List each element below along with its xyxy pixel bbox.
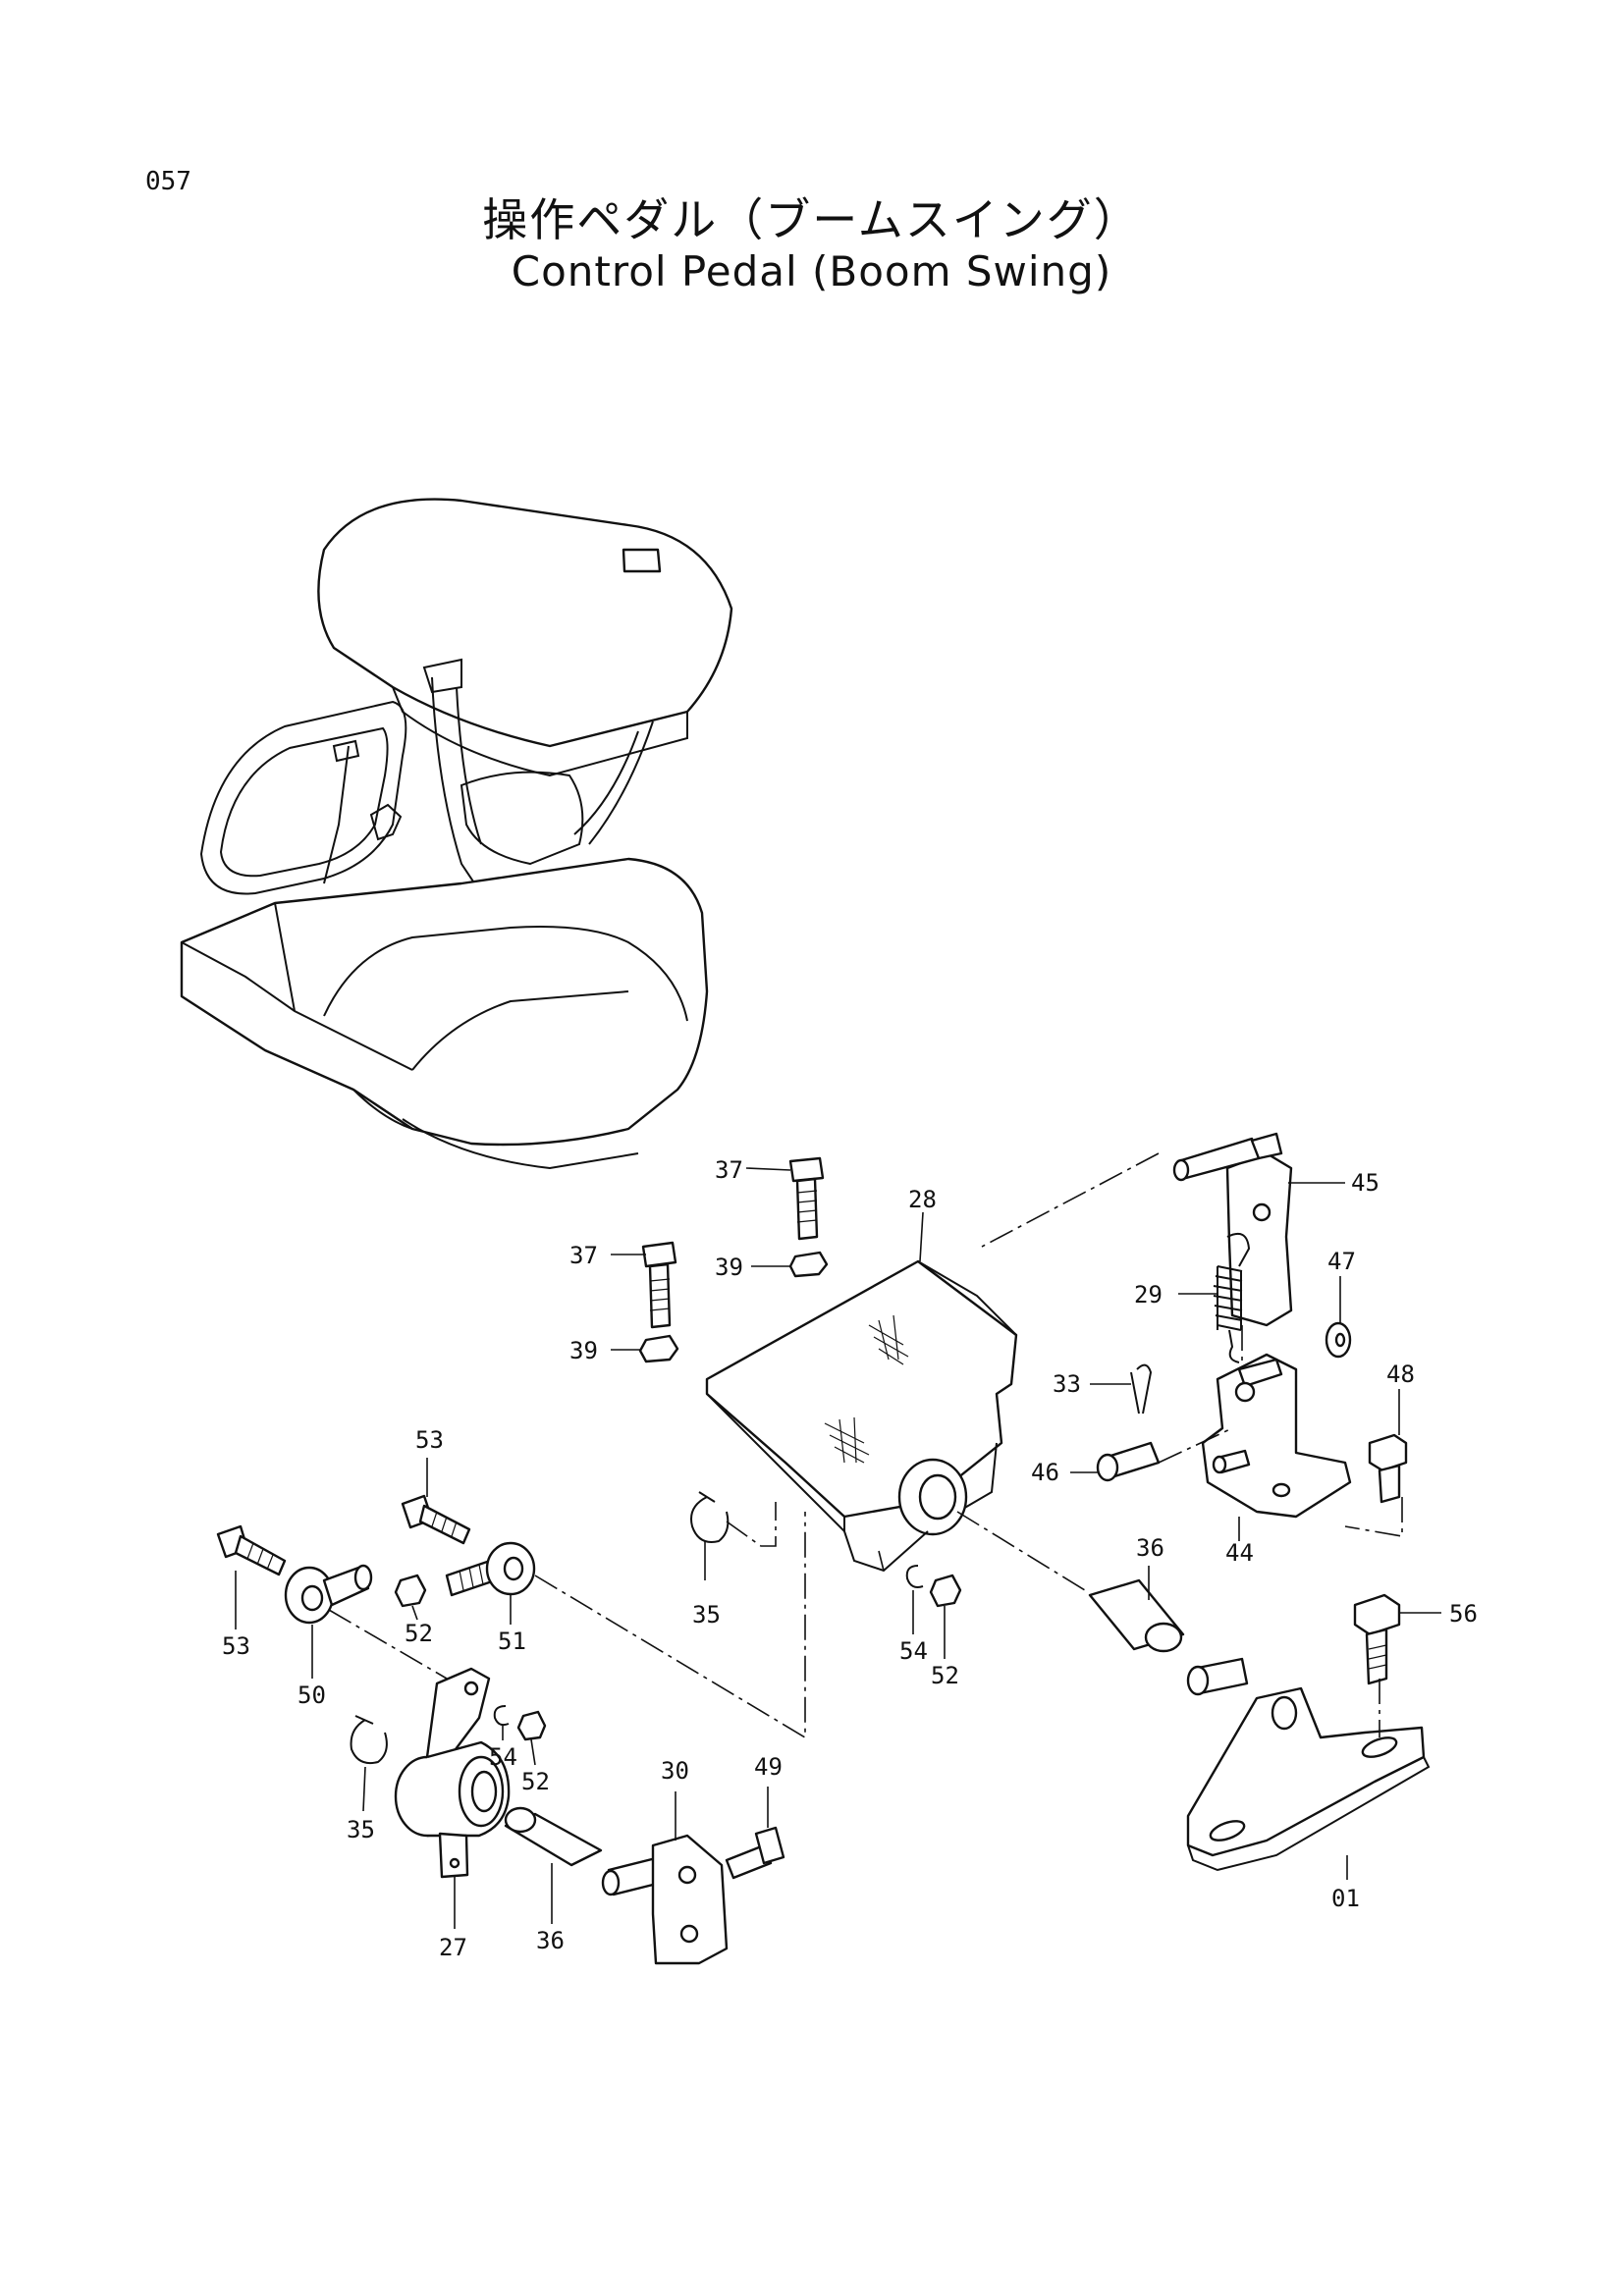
label-01: 01 bbox=[1331, 1885, 1360, 1912]
part-49-bolt bbox=[725, 1826, 785, 1880]
label-52-mid: 52 bbox=[405, 1620, 433, 1647]
part-47-washer-hole bbox=[1334, 1332, 1346, 1348]
label-54-lower: 54 bbox=[489, 1743, 517, 1771]
label-36-lower: 36 bbox=[536, 1927, 565, 1954]
label-37-upper: 37 bbox=[715, 1156, 743, 1184]
label-46: 46 bbox=[1031, 1459, 1059, 1486]
label-28: 28 bbox=[908, 1186, 937, 1213]
part-44-bracket bbox=[1201, 1353, 1352, 1519]
title-english: Control Pedal (Boom Swing) bbox=[511, 247, 1112, 295]
title-japanese: 操作ペダル（ブームスイング） bbox=[482, 193, 1141, 246]
label-48: 48 bbox=[1386, 1361, 1415, 1388]
label-54-upper: 54 bbox=[899, 1637, 928, 1665]
label-33: 33 bbox=[1053, 1370, 1081, 1398]
label-37-lower: 37 bbox=[569, 1242, 598, 1269]
assembly-center-lines bbox=[328, 1152, 1403, 1739]
part-39-nut-upper bbox=[788, 1251, 829, 1278]
part-53-bolt-upper bbox=[401, 1494, 471, 1545]
part-29-spring bbox=[1213, 1233, 1251, 1363]
part-36-bushing-lower bbox=[504, 1806, 603, 1867]
part-labels: 37 28 45 37 39 47 29 39 33 48 53 46 44 3… bbox=[222, 1156, 1478, 1961]
label-44: 44 bbox=[1225, 1539, 1254, 1567]
label-56: 56 bbox=[1449, 1600, 1478, 1628]
label-53-lower: 53 bbox=[222, 1632, 250, 1660]
page-number: 057 bbox=[145, 167, 191, 196]
part-30-bracket bbox=[601, 1834, 729, 1965]
part-27-lever bbox=[394, 1667, 511, 1879]
part-52-nut-upper bbox=[929, 1574, 962, 1608]
part-37-bolt-lower bbox=[641, 1241, 677, 1329]
label-35-upper: 35 bbox=[692, 1601, 721, 1629]
label-52-upper: 52 bbox=[931, 1662, 959, 1689]
label-35-lower: 35 bbox=[347, 1816, 375, 1843]
part-01-base-plate bbox=[1186, 1657, 1431, 1872]
part-51-rod-end bbox=[445, 1541, 536, 1597]
part-56-bolt bbox=[1353, 1593, 1401, 1685]
part-54-circlip-lower bbox=[493, 1705, 510, 1727]
part-35-snap-ring-upper bbox=[690, 1491, 730, 1543]
part-36-bushing-upper bbox=[1088, 1578, 1185, 1653]
label-45: 45 bbox=[1351, 1169, 1380, 1197]
part-52-nut-lower bbox=[516, 1710, 547, 1741]
part-33-cotter-pin bbox=[1130, 1363, 1153, 1415]
part-28-pedal bbox=[705, 1259, 1018, 1573]
machine-overview-illustration bbox=[180, 498, 733, 1170]
part-52-nut-mid bbox=[394, 1574, 427, 1608]
label-53-upper: 53 bbox=[415, 1426, 444, 1454]
part-35-snap-ring-lower bbox=[350, 1715, 388, 1765]
part-39-nut-lower bbox=[638, 1334, 679, 1363]
leader-lines bbox=[235, 1167, 1441, 1929]
label-50: 50 bbox=[298, 1682, 326, 1709]
label-39-upper: 39 bbox=[715, 1254, 743, 1281]
label-39-lower: 39 bbox=[569, 1337, 598, 1364]
part-37-bolt-upper bbox=[788, 1156, 825, 1241]
part-48-bolt bbox=[1368, 1433, 1408, 1504]
label-51: 51 bbox=[498, 1628, 526, 1655]
part-45-bracket bbox=[1172, 1132, 1293, 1327]
label-52-lower: 52 bbox=[521, 1768, 550, 1795]
part-53-bolt-lower bbox=[216, 1524, 287, 1576]
label-36-upper: 36 bbox=[1136, 1534, 1164, 1562]
label-47: 47 bbox=[1327, 1248, 1356, 1275]
part-46-pin bbox=[1096, 1441, 1161, 1482]
label-27: 27 bbox=[439, 1934, 467, 1961]
label-29: 29 bbox=[1134, 1281, 1163, 1308]
label-30: 30 bbox=[661, 1757, 689, 1785]
label-49: 49 bbox=[754, 1753, 783, 1781]
part-50-rod-end bbox=[284, 1564, 373, 1625]
part-54-circlip-upper bbox=[905, 1565, 924, 1588]
